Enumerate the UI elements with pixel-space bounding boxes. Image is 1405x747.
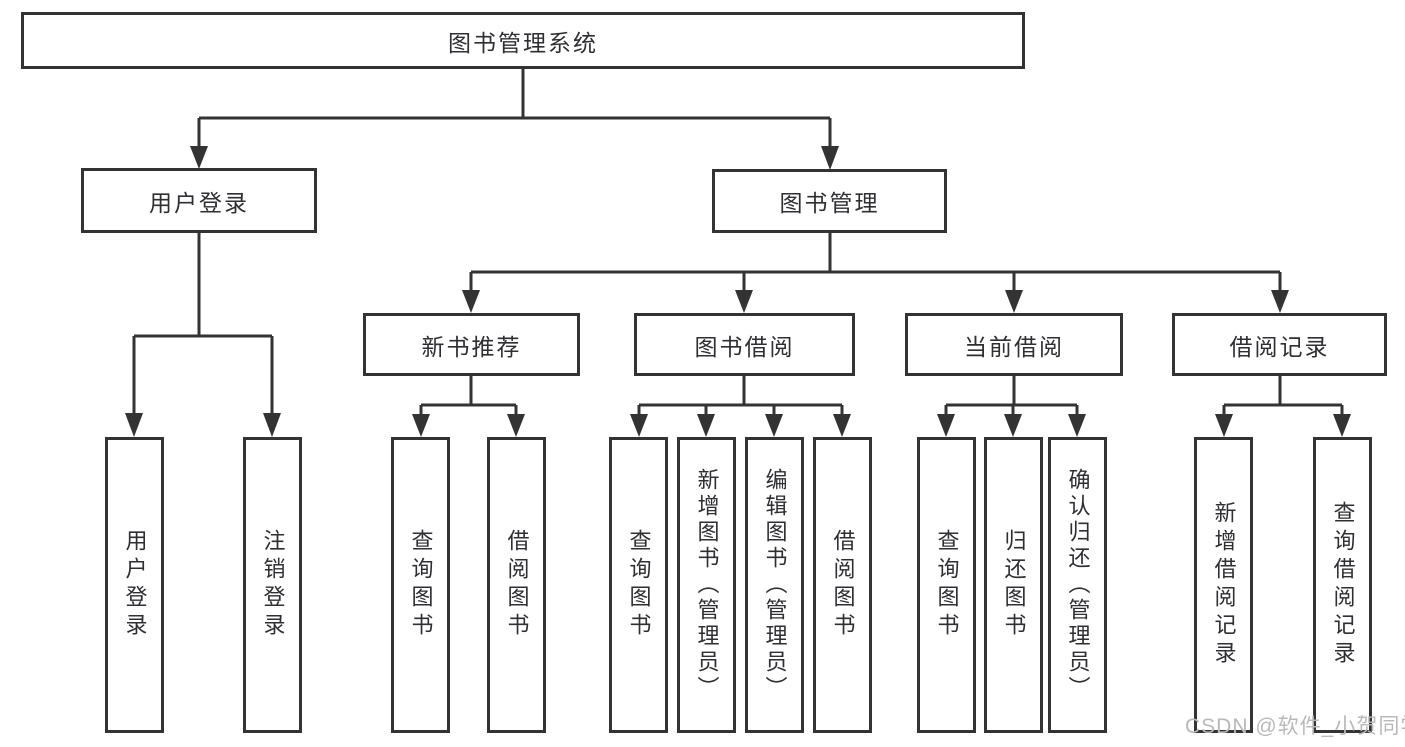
node-root-system-label: 图书管理系统 [448,29,598,56]
node-leaf-user-login-action-label: 用户登录 [122,529,148,641]
connector-user-login-children [125,233,281,437]
arrowhead [263,413,281,437]
node-leaf-query-book-recommend: 查询图书 [391,437,450,733]
node-leaf-query-book-borrow-label: 查询图书 [626,529,652,641]
node-book-management: 图书管理 [712,169,947,233]
connector-root-to-level2 [190,69,839,170]
csdn-watermark: CSDN @软件_小贺同学 [1185,715,1405,738]
connector-book-mgmt-to-level3 [462,233,1289,313]
node-borrow-record-label: 借阅记录 [1229,333,1330,360]
node-leaf-borrow-book-label: 借阅图书 [830,529,856,641]
arrowhead [1004,414,1022,437]
arrowhead [462,290,480,313]
arrowhead [1333,414,1351,437]
arrowhead [507,414,525,437]
arrowhead [735,290,753,313]
node-leaf-query-book-borrow: 查询图书 [609,437,668,733]
node-book-borrow-label: 图书借阅 [694,333,795,360]
node-leaf-confirm-return-admin: 确认归还（管理员） [1048,437,1107,733]
arrowhead [765,414,783,437]
arrowhead [697,414,715,437]
arrowhead [821,146,839,170]
node-leaf-borrow-book: 借阅图书 [813,437,872,733]
arrowhead [190,146,208,169]
connector-borrow-record-children [1215,376,1351,437]
node-leaf-return-book: 归还图书 [984,437,1043,733]
node-leaf-edit-book-admin: 编辑图书（管理员） [745,437,804,733]
node-leaf-query-borrow-record-label: 查询借阅记录 [1330,501,1356,669]
arrowhead [1271,290,1289,313]
node-borrow-record: 借阅记录 [1172,313,1387,376]
node-leaf-query-book-current: 查询图书 [917,437,976,733]
arrowhead [630,414,648,437]
node-leaf-borrow-book-recommend-label: 借阅图书 [504,529,530,641]
connector-new-book-children [412,376,525,437]
arrowhead [1005,290,1023,313]
node-leaf-edit-book-admin-label: 编辑图书（管理员） [762,468,788,702]
node-leaf-add-borrow-record: 新增借阅记录 [1194,437,1253,733]
node-current-borrow: 当前借阅 [905,313,1123,376]
node-leaf-return-book-label: 归还图书 [1001,529,1027,641]
node-leaf-add-borrow-record-label: 新增借阅记录 [1211,501,1237,669]
node-leaf-user-login-action: 用户登录 [105,437,164,733]
node-leaf-query-borrow-record: 查询借阅记录 [1313,437,1372,733]
node-current-borrow-label: 当前借阅 [964,333,1064,360]
node-leaf-logout: 注销登录 [243,437,302,733]
arrowhead [125,413,143,437]
connector-current-borrow-children [937,376,1086,437]
node-user-login: 用户登录 [81,168,317,233]
node-leaf-borrow-book-recommend: 借阅图书 [487,437,546,733]
node-book-management-label: 图书管理 [779,190,880,216]
node-book-borrow: 图书借阅 [634,313,855,376]
node-leaf-add-book-admin-label: 新增图书（管理员） [694,468,720,702]
node-new-book-recommend: 新书推荐 [363,313,580,376]
node-leaf-add-book-admin: 新增图书（管理员） [677,437,736,733]
arrowhead [412,414,430,437]
connector-book-borrow-children [630,376,851,437]
node-leaf-query-book-current-label: 查询图书 [934,529,960,641]
arrowhead [1068,414,1086,437]
arrowhead [833,414,851,437]
node-root-system: 图书管理系统 [21,12,1025,69]
arrowhead [937,414,955,437]
node-leaf-query-book-recommend-label: 查询图书 [408,529,434,641]
arrowhead [1215,414,1233,437]
node-user-login-label: 用户登录 [149,189,249,216]
node-leaf-logout-label: 注销登录 [260,529,286,641]
node-leaf-confirm-return-admin-label: 确认归还（管理员） [1065,468,1091,702]
node-new-book-recommend-label: 新书推荐 [421,333,522,360]
